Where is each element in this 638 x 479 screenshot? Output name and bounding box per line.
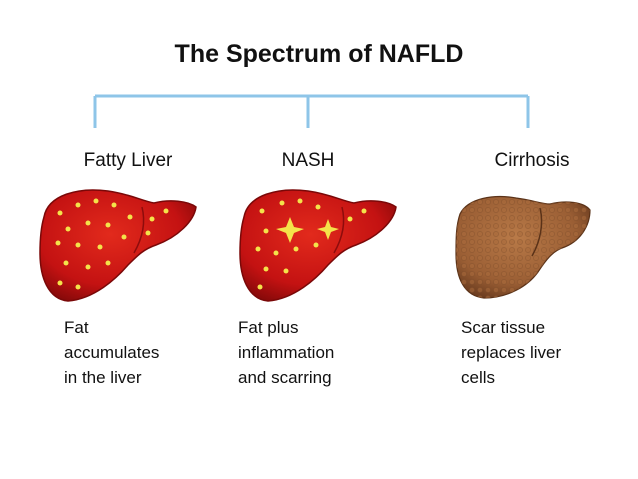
cirrhotic-liver-illustration	[455, 195, 591, 299]
stage-description-fatty-liver: Fat accumulates in the liver	[64, 318, 160, 387]
stage-label-fatty-liver: Fatty Liver	[83, 150, 173, 171]
stage-label-cirrhosis: Cirrhosis	[494, 150, 570, 171]
diagram-title: The Spectrum of NAFLD	[174, 40, 464, 68]
fatty-liver-illustration	[39, 189, 197, 302]
stage-description-cirrhosis: Scar tissue replaces liver cells	[461, 318, 562, 387]
nash-liver-illustration	[239, 189, 397, 302]
stage-label-nash: NASH	[281, 150, 335, 171]
stage-description-nash: Fat plus inflammation and scarring	[238, 318, 335, 387]
